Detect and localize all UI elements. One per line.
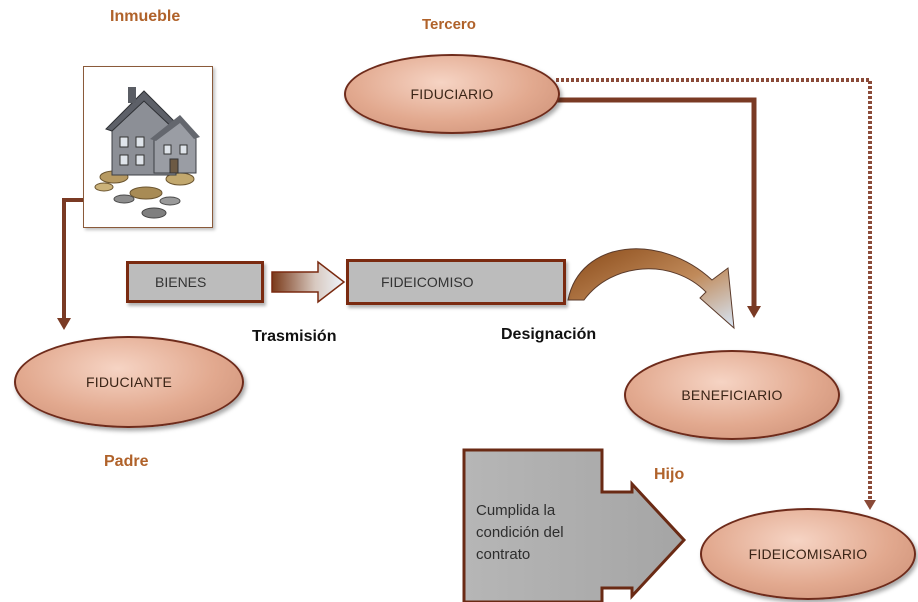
inmueble-caption: Inmueble [110,8,181,25]
condicion-text: Cumplida la condición del contrato [476,502,564,563]
fiduciario-node: FIDUCIARIO [344,54,560,134]
inmueble-to-fiduciante-arrowhead [57,318,71,330]
fideicomisario-node: FIDEICOMISARIO [700,508,916,600]
beneficiario-node: BENEFICIARIO [624,350,840,440]
designacion-caption: Designación [501,326,597,343]
fiduciante-node: FIDUCIANTE [14,336,244,428]
fideicomiso-box: FIDEICOMISO [346,259,566,305]
inmueble-image-frame [83,66,213,228]
fiduciario-to-beneficiario-line [556,97,757,306]
designacion-curved-arrow [567,248,735,330]
trasmision-arrow [271,260,346,304]
inmueble-to-fiduciante-line [62,198,84,318]
padre-caption: Padre [104,453,149,470]
trasmision-caption: Trasmisión [252,328,337,345]
house-on-coins-icon [94,87,200,219]
tercero-caption: Tercero [422,16,476,33]
bienes-box: BIENES [126,261,264,303]
fiduciario-to-beneficiario-arrowhead [747,306,761,318]
fiduciario-to-fideicomisario-arrowhead [864,500,876,510]
hijo-caption: Hijo [654,466,685,483]
condicion-block-arrow [462,448,687,602]
